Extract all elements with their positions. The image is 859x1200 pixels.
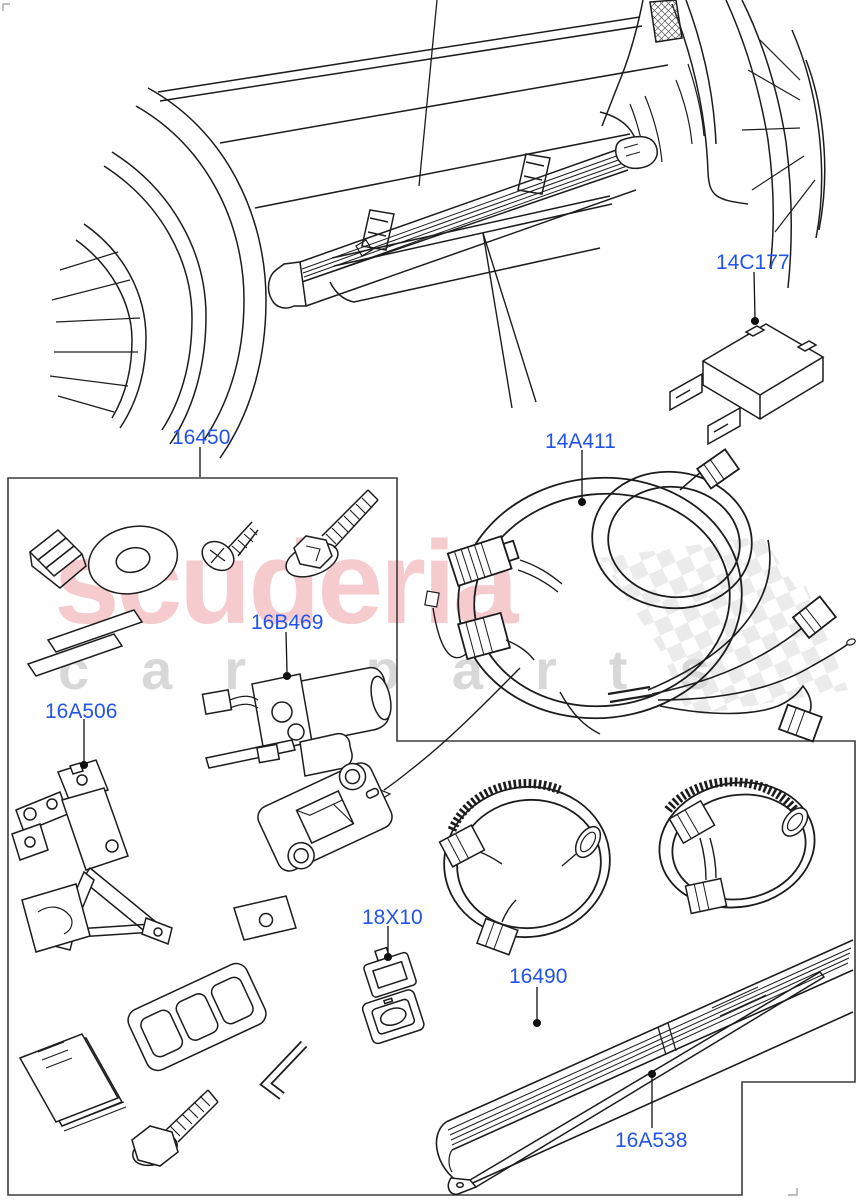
pouch-art bbox=[21, 883, 91, 953]
pad-art bbox=[233, 895, 297, 941]
cable-loop-left-art bbox=[438, 779, 611, 956]
part-label-switch[interactable]: 18X10 bbox=[362, 906, 423, 929]
cable-loop-right-art bbox=[658, 777, 816, 915]
rear-wheel-art bbox=[629, 0, 826, 289]
bezel-plate-art bbox=[257, 762, 393, 872]
part-label-trim[interactable]: 16A538 bbox=[615, 1129, 688, 1152]
running-board-art bbox=[435, 939, 854, 1187]
booklet-art bbox=[18, 1033, 127, 1132]
allen-key-art bbox=[259, 1040, 308, 1100]
screw-art bbox=[201, 521, 259, 572]
part-label-step[interactable]: 16490 bbox=[509, 965, 568, 988]
module-14C177-art bbox=[669, 323, 825, 446]
hex-bolt-art bbox=[131, 1089, 219, 1167]
motor-16B469-art bbox=[201, 666, 392, 777]
part-label-harness[interactable]: 14A411 bbox=[545, 430, 616, 453]
body-lines-art bbox=[157, 0, 669, 303]
rubber-cover-art bbox=[127, 962, 267, 1072]
adhesive-strips-art bbox=[26, 609, 144, 677]
harness-14A411-art bbox=[375, 448, 856, 802]
washer-art bbox=[87, 525, 179, 595]
clip-art bbox=[28, 528, 87, 589]
trim-strip-art bbox=[447, 971, 826, 1196]
pillar-strip-art bbox=[601, 0, 683, 127]
part-label-module[interactable]: 14C177 bbox=[716, 251, 790, 274]
page-corner-marks bbox=[2, 3, 798, 1196]
front-wheel-art bbox=[49, 87, 267, 459]
part-label-motor[interactable]: 16B469 bbox=[251, 611, 324, 634]
part-label-kit[interactable]: 16450 bbox=[172, 426, 231, 449]
kit-box-outline bbox=[7, 477, 856, 1196]
pointer-wedge bbox=[482, 232, 537, 409]
flanged-bolt-art bbox=[285, 489, 379, 578]
kit-parts-art bbox=[11, 489, 425, 1167]
vehicle-step-art bbox=[267, 135, 658, 309]
leader-lines bbox=[79, 271, 760, 1128]
vehicle-side-art bbox=[49, 0, 826, 459]
switch-18X10-art bbox=[361, 946, 425, 1045]
part-label-bracket[interactable]: 16A506 bbox=[45, 700, 118, 723]
